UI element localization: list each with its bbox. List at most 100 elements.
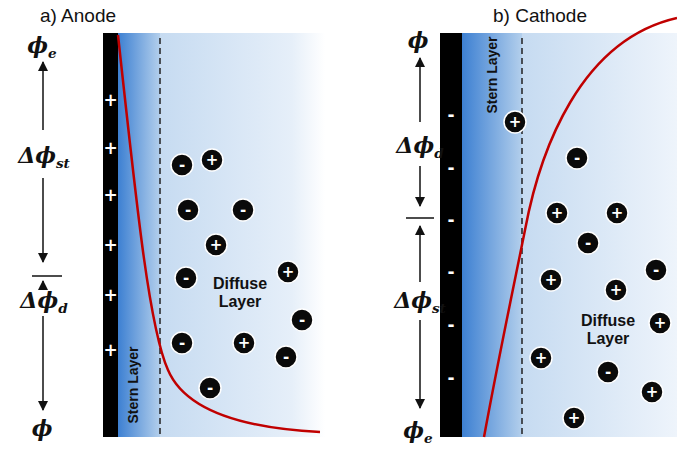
ion-circle: + (539, 268, 563, 292)
label: + (103, 236, 117, 255)
ion-circle: - (231, 198, 255, 222)
stern-boundary (159, 38, 161, 437)
ion-disc (277, 261, 299, 283)
ion-circle: - (198, 376, 222, 400)
label: - (447, 316, 454, 335)
ion-disc (171, 154, 193, 176)
ion-charge: - (576, 231, 600, 255)
ion-disc (606, 202, 628, 224)
label: Diffuse Layer (574, 312, 642, 347)
ion-charge: + (204, 233, 228, 257)
ion-disc (645, 259, 667, 281)
ion-charge: + (232, 331, 256, 355)
ion-charge: + (539, 268, 563, 292)
label: + (103, 286, 117, 305)
ion-circle: - (170, 331, 194, 355)
anode-electrode (103, 33, 118, 437)
symbol-subscript: e (48, 45, 57, 61)
ion-charge: - (231, 198, 255, 222)
ion-charge: + (562, 406, 586, 430)
ion-circle: + (545, 201, 569, 225)
ion-circle: + (640, 380, 664, 404)
label: - (447, 369, 454, 388)
ion-disc (275, 346, 297, 368)
ion-circle: - (576, 231, 600, 255)
potential-arrows (32, 62, 62, 410)
potential-arrows (406, 58, 434, 408)
ion-disc (577, 232, 599, 254)
ion-charge: - (198, 376, 222, 400)
ion-charge: - (644, 258, 668, 282)
ion-disc (546, 202, 568, 224)
label: Δϕd (20, 288, 67, 312)
cathode-electrode (440, 33, 462, 437)
ion-charge: + (605, 201, 629, 225)
label: ϕ (408, 28, 429, 52)
ion-disc (649, 312, 671, 334)
ion-charge: - (274, 345, 298, 369)
ion-disc (563, 407, 585, 429)
ion-charge: + (529, 346, 553, 370)
label: + (103, 186, 117, 205)
label: + (103, 139, 117, 158)
label: - (447, 106, 454, 125)
ion-circle: - (176, 198, 200, 222)
ion-charge: + (604, 278, 628, 302)
label: b) Cathode (493, 6, 587, 27)
symbol-subscript: e (424, 430, 433, 446)
ion-circle: - (174, 266, 198, 290)
ion-disc (205, 234, 227, 256)
ion-circle: + (200, 148, 224, 172)
ion-charge: - (170, 153, 194, 177)
ion-charge: - (290, 308, 314, 332)
label: Stern Layer (485, 36, 500, 113)
symbol-subscript: st (56, 155, 70, 171)
ion-disc (504, 111, 526, 133)
label: - (447, 263, 454, 282)
ion-charge: - (174, 266, 198, 290)
label: Δϕd (396, 133, 443, 157)
ion-disc (233, 332, 255, 354)
ion-circle: + (503, 110, 527, 134)
ion-disc (540, 269, 562, 291)
ion-circle: - (596, 360, 620, 384)
ion-circle: + (648, 311, 672, 335)
ion-circle: + (204, 233, 228, 257)
label: - (447, 211, 454, 230)
ion-charge: + (503, 110, 527, 134)
ion-charge: + (640, 380, 664, 404)
ion-charge: - (170, 331, 194, 355)
symbol-main: ϕ (403, 417, 424, 443)
ion-circle: + (605, 201, 629, 225)
diffuse-layer-band (160, 33, 325, 437)
label: ϕe (403, 418, 432, 442)
symbol-subscript: d (58, 300, 68, 316)
label: + (103, 341, 117, 360)
ion-disc (177, 199, 199, 221)
ion-charge: - (565, 146, 589, 170)
label: Stern Layer (126, 346, 141, 423)
ion-disc (232, 199, 254, 221)
ion-charge: - (176, 198, 200, 222)
ion-charge: + (276, 260, 300, 284)
diffuse-layer-band (522, 33, 677, 437)
ion-disc (175, 267, 197, 289)
ion-disc (605, 279, 627, 301)
label: Δϕst (394, 288, 446, 312)
ion-disc (566, 147, 588, 169)
stern-layer-band (462, 33, 522, 437)
label: ϕ (32, 416, 53, 440)
ion-circle: - (274, 345, 298, 369)
ion-disc (199, 377, 221, 399)
label: Diffuse Layer (206, 275, 274, 310)
ion-disc (530, 347, 552, 369)
ion-charge: + (545, 201, 569, 225)
ion-disc (641, 381, 663, 403)
ion-charge: + (648, 311, 672, 335)
potential-curve (118, 35, 320, 432)
ion-circle: - (170, 153, 194, 177)
ion-circle: + (604, 278, 628, 302)
